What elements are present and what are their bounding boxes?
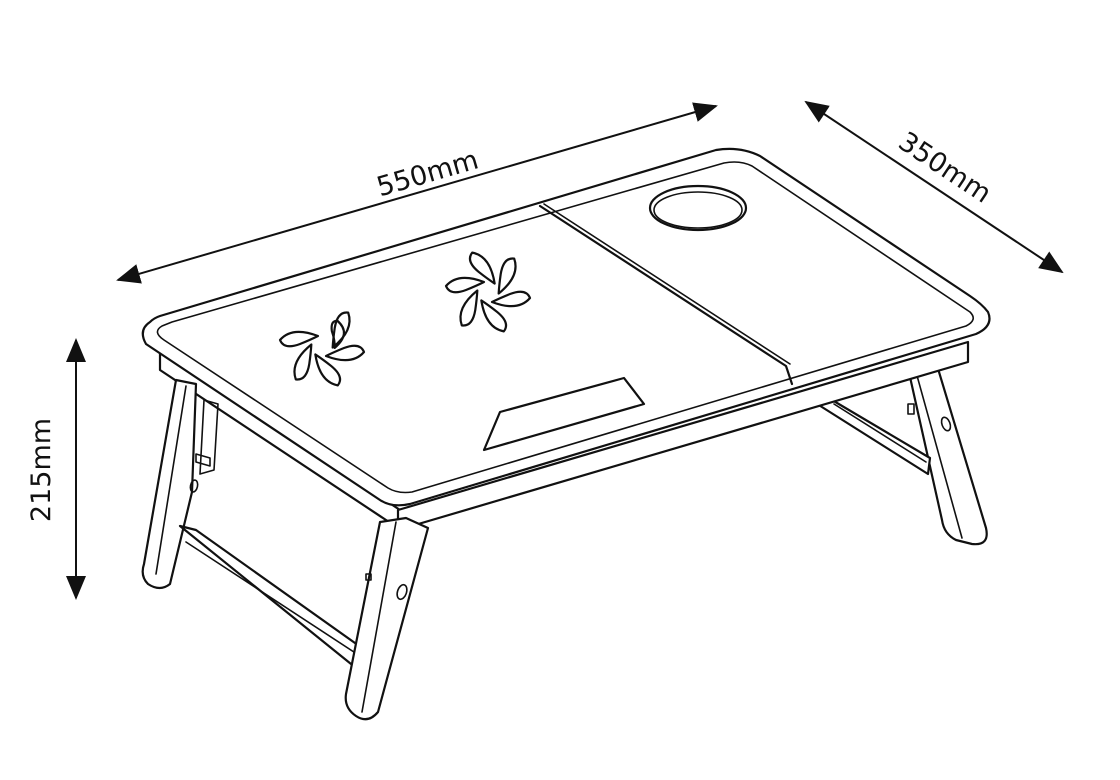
front-crossbar <box>178 524 364 670</box>
fan-vent-left <box>278 311 366 387</box>
front-right-leg <box>344 516 430 721</box>
dimension-height-label: 215mm <box>26 418 57 522</box>
back-crossbar <box>812 398 932 476</box>
back-right-leg <box>906 360 988 546</box>
dimension-depth-arrow <box>804 100 1064 274</box>
cup-holder <box>648 184 748 232</box>
dimension-depth-label: 350mm <box>893 126 997 209</box>
tabletop <box>141 147 991 532</box>
fan-vent-right <box>444 251 532 333</box>
dimension-length-arrow <box>116 102 718 284</box>
front-left-leg <box>141 378 219 590</box>
dimension-length-label: 550mm <box>373 144 482 203</box>
dimension-height: 215mm <box>26 338 86 600</box>
book-stopper <box>482 376 646 452</box>
